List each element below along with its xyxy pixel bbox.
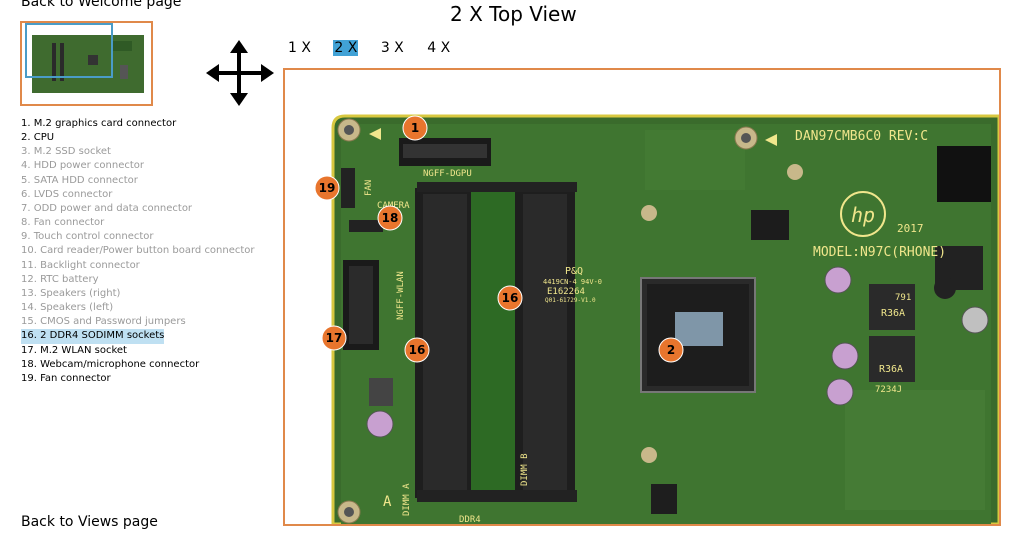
ddr4-silkscreen: DDR4 (459, 515, 481, 524)
pan-arrows-icon[interactable] (206, 40, 274, 106)
pan-down-icon[interactable] (230, 93, 248, 106)
svg-text:1: 1 (411, 121, 419, 135)
zoom-selector: 1 X 2 X 3 X 4 X (287, 40, 468, 56)
year-silkscreen: 2017 (897, 222, 924, 235)
motherboard-image: DAN97CMB6C0 REV:C MODEL:N97C(RHONE) hp 2… (285, 70, 999, 524)
page-title: 2 X Top View (450, 2, 577, 26)
svg-text:16: 16 (502, 291, 519, 305)
a-silkscreen: A (383, 494, 392, 510)
svg-text:2: 2 (667, 343, 675, 357)
legend-item[interactable]: 4. HDD power connector (21, 160, 144, 172)
pan-left-icon[interactable] (206, 64, 219, 82)
back-to-views-link[interactable]: Back to Views page (21, 514, 158, 530)
legend-item[interactable]: 6. LVDS connector (21, 188, 113, 200)
callout-1[interactable]: 1 (402, 115, 428, 141)
camera-silkscreen: CAMERA (377, 201, 410, 211)
legend-item[interactable]: 3. M.2 SSD socket (21, 146, 111, 158)
pan-control[interactable] (206, 40, 274, 106)
legend-item[interactable]: 14. Speakers (left) (21, 302, 114, 314)
callout-17[interactable]: 17 (321, 325, 347, 351)
legend-item[interactable]: 7. ODD power and data connector (21, 202, 193, 214)
board-viewer[interactable]: DAN97CMB6C0 REV:C MODEL:N97C(RHONE) hp 2… (283, 68, 1001, 526)
ngff-wlan-silkscreen: NGFF-WLAN (396, 271, 406, 320)
legend-item[interactable]: 10. Card reader/Power button board conne… (21, 245, 255, 257)
callout-16-left[interactable]: 16 (404, 337, 430, 363)
callout-18[interactable]: 18 (377, 205, 403, 231)
legend-item[interactable]: 19. Fan connector (21, 372, 111, 384)
pq-silkscreen: P&Q (565, 266, 583, 277)
pan-right-icon[interactable] (261, 64, 274, 82)
model-silkscreen: DAN97CMB6C0 REV:C (795, 129, 928, 144)
zoom-3x-button[interactable]: 3 X (380, 40, 404, 56)
svg-text:17: 17 (326, 331, 343, 345)
callout-16-right[interactable]: 16 (497, 285, 523, 311)
legend-item[interactable]: 12. RTC battery (21, 273, 99, 285)
r36a-silkscreen: R36A (879, 364, 903, 375)
svg-text:16: 16 (409, 343, 426, 357)
arrow-marker-icon (369, 128, 381, 140)
fan-silkscreen: FAN (364, 180, 374, 196)
legend-item[interactable]: 2. CPU (21, 132, 55, 144)
callout-2[interactable]: 2 (658, 337, 684, 363)
hp-logo-text: hp (851, 203, 875, 227)
board-thumbnail[interactable] (20, 21, 153, 106)
legend-item[interactable]: 11. Backlight connector (21, 259, 140, 271)
svg-text:19: 19 (319, 181, 336, 195)
thumbnail-viewport-indicator[interactable] (25, 23, 113, 78)
ul-code-silkscreen: 4419CN-4 94V-0 (543, 278, 602, 286)
callout-19[interactable]: 19 (314, 175, 340, 201)
n7234j-silkscreen: 7234J (875, 385, 902, 395)
pan-up-icon[interactable] (230, 40, 248, 53)
legend-item[interactable]: 15. CMOS and Password jumpers (21, 316, 186, 328)
legend-item[interactable]: 1. M.2 graphics card connector (21, 118, 177, 129)
svg-text:18: 18 (382, 211, 399, 225)
ngff-dgpu-silkscreen: NGFF-DGPU (423, 169, 472, 179)
r791-silkscreen: 791 (895, 293, 911, 303)
legend-item[interactable]: 17. M.2 WLAN socket (21, 344, 127, 356)
legend-item[interactable]: 18. Webcam/microphone connector (21, 358, 200, 370)
hp-logo (840, 191, 886, 237)
thumbnail-board-image (32, 35, 144, 93)
dimm-a-silkscreen: DIMM A (402, 483, 412, 516)
zoom-1x-button[interactable]: 1 X (288, 40, 311, 56)
legend-item[interactable]: 16. 2 DDR4 SODIMM sockets (21, 329, 165, 344)
legend-item[interactable]: 9. Touch control connector (21, 231, 154, 243)
legend-item[interactable]: 8. Fan connector (21, 217, 105, 229)
part-code-silkscreen: Q01-61729-V1.0 (545, 297, 596, 304)
zoom-4x-button[interactable]: 4 X (427, 40, 451, 56)
zoom-2x-button[interactable]: 2 X (333, 40, 359, 56)
legend-item[interactable]: 13. Speakers (right) (21, 287, 121, 299)
board-id-silkscreen: E162264 (547, 287, 585, 297)
dimm-b-silkscreen: DIMM B (520, 453, 530, 486)
r36a-silkscreen-2: R36A (881, 308, 905, 319)
back-to-welcome-link[interactable]: Back to Welcome page (21, 0, 182, 10)
legend-item[interactable]: 5. SATA HDD connector (21, 174, 138, 186)
model-name-silkscreen: MODEL:N97C(RHONE) (813, 245, 946, 260)
component-legend: 1. M.2 graphics card connector 2. CPU 3.… (21, 117, 255, 386)
arrow-marker-icon (765, 134, 777, 146)
